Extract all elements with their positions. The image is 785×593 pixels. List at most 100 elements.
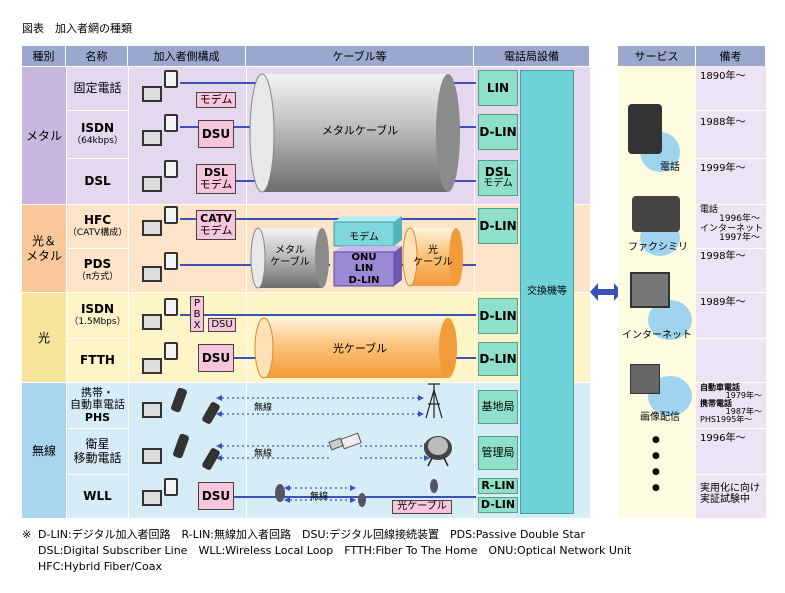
telephone-icon	[628, 104, 662, 154]
optical-cable-cylinder	[254, 317, 457, 379]
satellite-icon	[328, 432, 362, 451]
dlin-box: D-LIN	[478, 298, 518, 334]
name-isdn-optical: ISDN（1.5Mbps）	[66, 292, 128, 338]
computer-icon	[142, 220, 162, 236]
connection-line	[180, 218, 476, 220]
metal-cable-cylinder	[249, 73, 460, 193]
metal-short-cylinder	[250, 227, 329, 289]
exchange-box: 交換機等	[520, 70, 574, 514]
name-hfc: HFC（CATV構成）	[66, 204, 128, 248]
computer-icon	[142, 402, 162, 418]
metal-short-cable-label: メタルケーブル	[270, 245, 310, 268]
optical-short-cylinder	[402, 227, 463, 287]
dsu-box-small: DSU	[208, 318, 236, 332]
divider	[696, 110, 766, 111]
bullet: ●	[652, 483, 660, 493]
bullet-list: ● ● ● ●	[652, 432, 660, 496]
remark-dsl: 1999年～	[700, 163, 746, 174]
computer-icon	[142, 176, 162, 192]
onu-label: ONU	[351, 251, 377, 263]
computer-icon	[142, 130, 162, 146]
name-isdn: ISDN（64kbps）	[66, 110, 128, 158]
computer-icon	[142, 448, 162, 464]
dlin-box: D-LIN	[478, 497, 518, 513]
connection-line	[180, 314, 476, 316]
header-subscriber: 加入者側構成	[128, 46, 246, 66]
name-satellite: 衛星移動電話	[66, 428, 128, 474]
note-line-1: D-LIN:デジタル加入者回路 R-LIN:無線加入者回路 DSU:デジタル回線…	[38, 528, 585, 541]
optical-short-cable-label: 光ケーブル	[413, 245, 453, 268]
category-metal: メタル	[22, 66, 66, 204]
page-title: 図表 加入者網の種類	[22, 22, 132, 35]
remark-pds: 1998年～	[700, 251, 746, 262]
onu-dlin-label: D-LIN	[348, 274, 380, 286]
divider	[696, 292, 766, 293]
divider	[696, 474, 766, 475]
header-service: サービス	[618, 46, 696, 66]
computer-icon	[142, 266, 162, 282]
phone-icon	[164, 252, 178, 270]
remark-mobile: 自動車電話 1979年～ 携帯電話 1987年～ PHS1995年～	[700, 383, 762, 424]
name-ftth: FTTH	[66, 338, 128, 382]
control-station-box: 管理局	[478, 436, 518, 470]
name-fixed-phone: 固定電話	[66, 66, 128, 110]
category-hybrid: 光＆メタル	[22, 204, 66, 292]
service-phone: 電話	[660, 162, 680, 173]
note-mark: ※	[22, 528, 32, 541]
optical-cable-label: 光ケーブル	[332, 342, 388, 355]
wll-antenna-icon	[275, 479, 438, 507]
dlin-box: D-LIN	[478, 114, 518, 150]
phone-icon	[164, 206, 178, 224]
divider	[474, 66, 475, 518]
image-icon	[630, 364, 660, 394]
note-line-3: HFC:Hybrid Fiber/Coax	[38, 560, 163, 573]
phone-icon	[164, 160, 178, 178]
connection-line	[230, 496, 476, 498]
name-wll: WLL	[66, 474, 128, 518]
remark-fixed: 1890年～	[700, 71, 746, 82]
wireless-label: 無線	[309, 491, 328, 502]
divider	[246, 66, 247, 518]
bullet: ●	[652, 435, 660, 445]
dlin-box: D-LIN	[478, 342, 518, 376]
divider	[696, 158, 766, 159]
divider	[696, 248, 766, 249]
bullet: ●	[652, 467, 660, 477]
category-optical: 光	[22, 292, 66, 382]
onu-lin-label: LIN	[354, 262, 374, 274]
header-name: 名称	[66, 46, 128, 66]
service-image: 画像配信	[640, 412, 680, 423]
computer-icon	[142, 314, 162, 330]
remark-wll: 実用化に向け実証試験中	[700, 483, 760, 505]
header-type: 種別	[22, 46, 66, 66]
modem-box: モデム	[196, 92, 236, 108]
bullet: ●	[652, 451, 660, 461]
phone-icon	[164, 70, 178, 88]
optical-cable-box: 光ケーブル	[392, 500, 452, 514]
dsu-box: DSU	[198, 120, 234, 148]
satellite-dish-icon	[424, 436, 452, 467]
metal-cable-label: メタルケーブル	[321, 124, 399, 137]
lin-box: LIN	[478, 70, 518, 106]
name-pds: PDS（π方式）	[66, 248, 128, 292]
divider	[128, 66, 129, 518]
divider	[696, 382, 766, 383]
note-line-2: DSL:Digital Subscriber Line WLL:Wireless…	[38, 544, 632, 557]
phone-icon	[164, 342, 178, 360]
header-cable: ケーブル等	[246, 46, 474, 66]
category-wireless: 無線	[22, 382, 66, 518]
dsu-box: DSU	[198, 344, 234, 372]
service-internet: インターネット	[622, 330, 692, 341]
divider	[696, 204, 766, 205]
computer-icon	[142, 358, 162, 374]
dsu-box: DSU	[198, 482, 234, 510]
header-office: 電話局設備	[474, 46, 590, 66]
divider	[696, 428, 766, 429]
service-fax: ファクシミリ	[628, 242, 688, 253]
